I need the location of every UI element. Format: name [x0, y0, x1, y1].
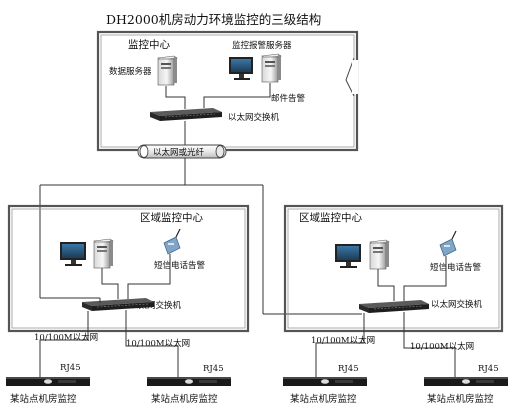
top-switch-label: 以太网交换机 [228, 112, 280, 123]
regional-left-link-right-label: 10/100M以太网 [126, 338, 190, 349]
door-icon [345, 57, 355, 97]
site-device-icon [147, 377, 231, 386]
regional-left-frame-inner [11, 208, 246, 329]
regional-left-port-left-label: RJ45 [60, 363, 81, 373]
regional-left-sms-label: 短信电话告警 [154, 260, 206, 271]
regional-right-sms-modem-icon [439, 230, 457, 257]
regional-right-name: 区域监控中心 [299, 211, 362, 224]
alarm-server-label: 监控报警服务器 [232, 40, 292, 51]
regional-left-server-icon [93, 238, 114, 269]
regional-left-wiring [39, 254, 179, 378]
regional-left-name: 区域监控中心 [140, 211, 203, 224]
regional-left-frame [7, 204, 250, 333]
alarm-server-icon [261, 53, 282, 83]
monitoring-center-frame-inner [100, 34, 355, 148]
top-center-wiring [165, 83, 271, 145]
door-opening [352, 60, 358, 94]
regional-right-port-left-label: RJ45 [338, 364, 359, 374]
diagram-title: DH2000机房动力环境监控的三级结构 [106, 12, 321, 27]
regional-right-frame [283, 204, 504, 333]
regional-left-link-left-label: 10/100M以太网 [34, 332, 98, 343]
regional-right-port-right-label: RJ45 [478, 364, 499, 374]
regional-right-site-left-label: 某站点机房监控 [290, 393, 357, 405]
regional-left-monitor-icon [60, 242, 86, 266]
backbone-label: 以太网或光纤 [153, 147, 205, 158]
regional-right-server-icon [369, 239, 390, 270]
data-server-label: 数据服务器 [109, 66, 152, 77]
top-switch-icon [150, 108, 222, 121]
regional-left-switch-label: 以太网交换机 [130, 300, 182, 311]
data-server-icon [157, 55, 178, 86]
top-center-name: 监控中心 [128, 38, 170, 51]
site-device-icon [424, 377, 508, 386]
regional-left-site-right-label: 某站点机房监控 [151, 393, 218, 405]
site-device-icon [283, 377, 367, 386]
regional-right-monitor-icon [335, 244, 361, 268]
site-device-icon [6, 377, 90, 386]
regional-right-wiring [315, 256, 456, 378]
regional-right-switch-icon [359, 300, 429, 313]
regional-left-sms-modem-icon [163, 228, 181, 255]
monitor-icon [229, 57, 253, 80]
regional-right-link-left-label: 10/100M以太网 [311, 335, 375, 346]
regional-right-link-right-label: 10/100M以太网 [410, 341, 474, 352]
backbone-wiring [39, 158, 362, 315]
regional-right-switch-label: 以太网交换机 [431, 299, 483, 310]
mail-alarm-label: 邮件告警 [271, 93, 306, 104]
backbone-link [137, 144, 227, 159]
regional-right-sms-label: 短信电话告警 [430, 262, 482, 273]
regional-left-switch-icon [82, 298, 154, 311]
regional-right-site-right-label: 某站点机房监控 [427, 393, 494, 405]
regional-right-frame-inner [287, 208, 500, 329]
regional-left-site-left-label: 某站点机房监控 [10, 393, 77, 405]
regional-left-port-right-label: RJ45 [203, 364, 224, 374]
